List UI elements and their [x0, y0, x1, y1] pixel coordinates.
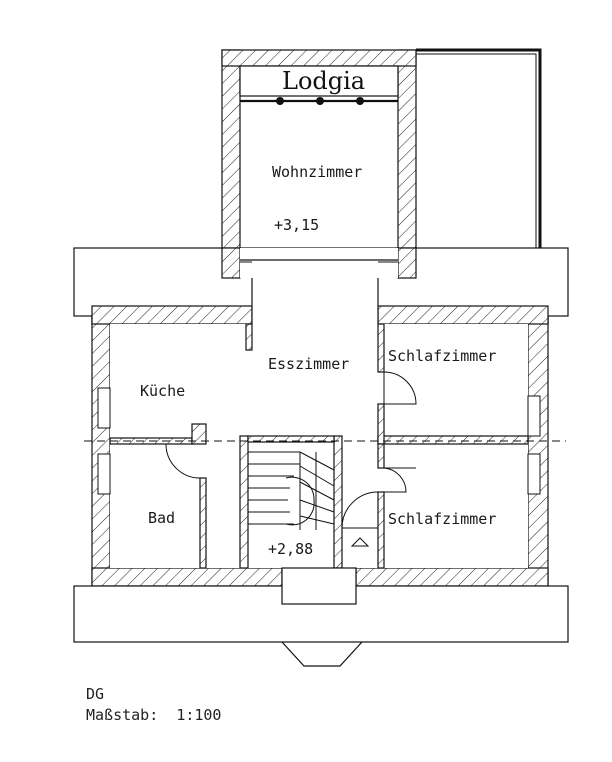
windows [97, 387, 541, 495]
room-label-kueche: Küche [140, 382, 185, 400]
wall-tower-top [221, 49, 417, 67]
stair-up-arrow [350, 537, 370, 547]
door-schlafzimmer-1 [383, 371, 417, 405]
wall-right [527, 305, 549, 587]
lodgia-band [239, 65, 399, 97]
wall-bottom-left [91, 567, 283, 587]
wall-left [91, 305, 111, 587]
scale-label: Maßstab: [86, 706, 159, 724]
door-schlafzimmer-2 [383, 467, 416, 493]
door-bad [165, 443, 201, 479]
room-label-wohnzimmer: Wohnzimmer [272, 163, 362, 181]
scale-line: Maßstab: 1:100 [86, 705, 221, 726]
door-stair [341, 491, 379, 529]
room-label-bad: Bad [148, 509, 175, 527]
balcony-outline [416, 48, 542, 248]
wall-tower-left [221, 49, 241, 279]
stair-landing [281, 567, 357, 605]
level-label-wohnzimmer: +3,15 [274, 216, 319, 234]
wall-bottom-right [355, 567, 549, 587]
floor-designation: DG [86, 685, 105, 703]
level-label-floor: +2,88 [268, 540, 313, 558]
main-floor [110, 324, 528, 568]
room-label-schlafzimmer-1: Schlafzimmer [388, 347, 496, 365]
room-label-esszimmer: Esszimmer [268, 355, 349, 373]
lodgia-rail-posts [276, 97, 364, 105]
bay-window [281, 641, 363, 667]
room-label-lodgia: Lodgia [282, 67, 365, 95]
scale-value: 1:100 [176, 706, 222, 724]
staircase [248, 451, 335, 530]
room-label-schlafzimmer-2: Schlafzimmer [388, 510, 496, 528]
wall-tower-right [397, 49, 417, 279]
doors [165, 371, 417, 529]
plan-legend: DG Maßstab: 1:100 [86, 684, 221, 726]
